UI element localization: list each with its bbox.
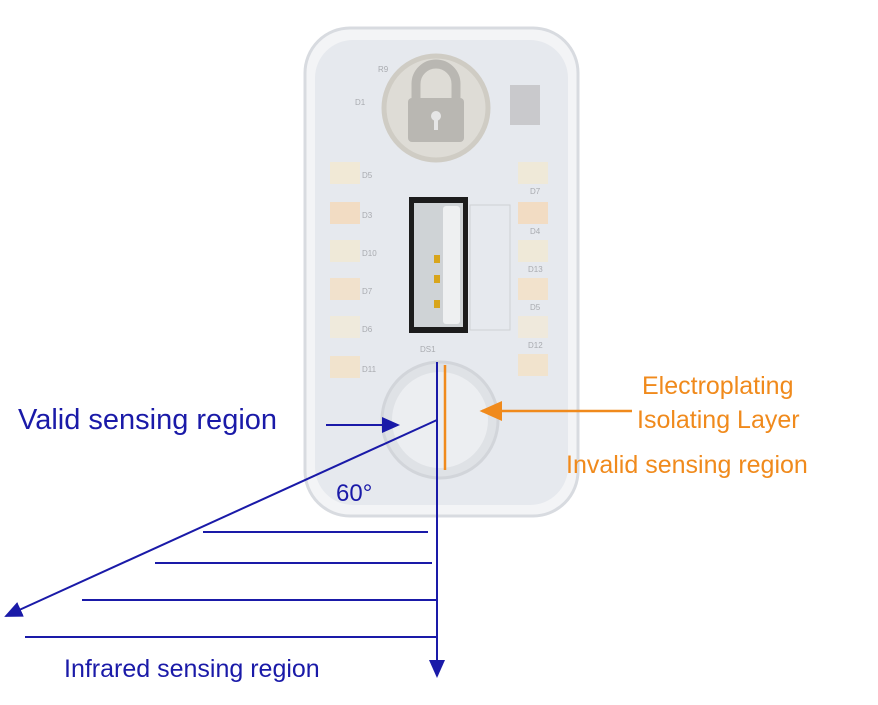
pcb-label: R9 (378, 65, 389, 74)
angle-label: 60° (336, 480, 373, 507)
infrared-sensing-label: Infrared sensing region (64, 655, 320, 683)
pcb-label: D1 (355, 98, 366, 107)
angle-boundary-arrow (4, 419, 438, 617)
left-led-pads (330, 162, 360, 378)
pcb-label: D5 (362, 171, 373, 180)
pcb-label: D13 (528, 265, 543, 274)
pcb-label: D4 (530, 227, 541, 236)
isolating-layer-label-1: Electroplating (642, 372, 794, 400)
pcb-label: DS1 (420, 345, 436, 354)
pcb-label: D12 (528, 341, 543, 350)
pcb-label: D5 (530, 303, 541, 312)
pcb-label: D10 (362, 249, 377, 258)
invalid-sensing-label: Invalid sensing region (566, 451, 808, 479)
pcb-label: D3 (362, 211, 373, 220)
usb-port (409, 197, 468, 333)
pir-lens (380, 360, 500, 480)
sensing-lines (4, 362, 445, 678)
pcb-label: D7 (530, 187, 541, 196)
right-led-pads (518, 162, 548, 376)
valid-sensing-label: Valid sensing region (18, 404, 278, 436)
pcb-label: D7 (362, 287, 373, 296)
isolating-layer-label-2: Isolating Layer (637, 406, 800, 434)
sensor-device: D5 D3 D10 D7 D6 D11 D7 D4 D13 D5 D12 R9 … (303, 26, 580, 518)
pcb-label: D11 (362, 365, 377, 374)
lock-icon (381, 53, 491, 163)
pcb-label: D6 (362, 325, 373, 334)
